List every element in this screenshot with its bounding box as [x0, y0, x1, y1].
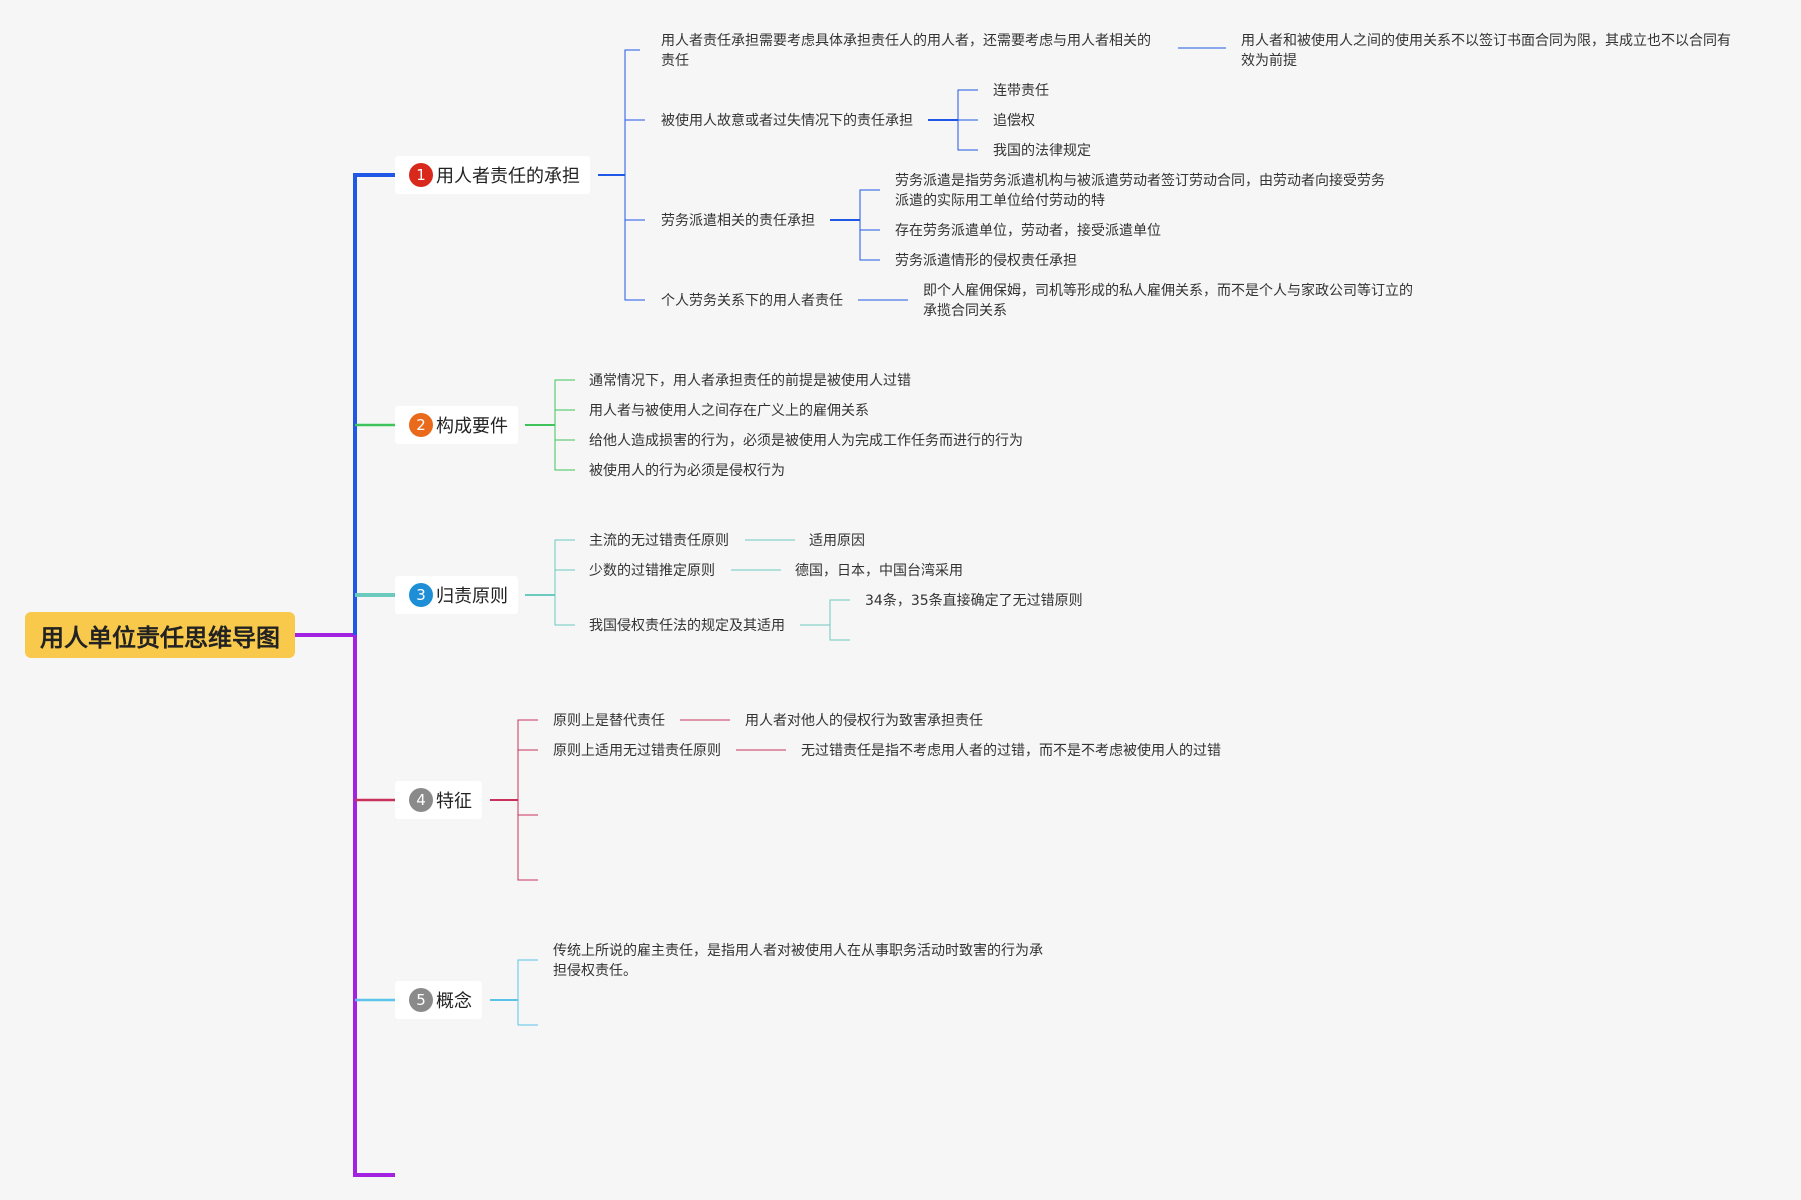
number-badge-1: 1	[409, 163, 433, 187]
topic-2-4[interactable]: 被使用人的行为必须是侵权行为	[589, 463, 785, 479]
subtopic-3-1-1[interactable]: 适用原因	[809, 533, 865, 549]
root-node[interactable]: 用人单位责任思维导图	[25, 612, 295, 658]
subtopic-1-1-1[interactable]: 用人者和被使用人之间的使用关系不以签订书面合同为限，其成立也不以合同有效为前提	[1241, 33, 1731, 69]
topic-3-3[interactable]: 我国侵权责任法的规定及其适用	[589, 618, 785, 634]
topic-1-3-bracket	[859, 189, 880, 261]
subtopic-1-2-1[interactable]: 连带责任	[993, 83, 1049, 99]
branch-label-4: 特征	[436, 791, 472, 812]
topic-4-2[interactable]: 原则上适用无过错责任原则	[553, 743, 721, 759]
branch-node-5[interactable]: 5 概念	[395, 981, 482, 1019]
topic-2-2[interactable]: 用人者与被使用人之间存在广义上的雇佣关系	[589, 403, 869, 419]
trunk-line	[353, 595, 395, 1177]
subtopic-1-2-3[interactable]: 我国的法律规定	[993, 143, 1091, 159]
trunk-branch-1	[353, 173, 395, 635]
branch3-bracket	[554, 539, 575, 626]
subtopic-4-2-1[interactable]: 无过错责任是指不考虑用人者的过错，而不是不考虑被使用人的过错	[801, 743, 1221, 759]
number-badge-5: 5	[409, 988, 433, 1012]
subtopic-1-3-3[interactable]: 劳务派遣情形的侵权责任承担	[895, 253, 1077, 269]
topic-2-1[interactable]: 通常情况下，用人者承担责任的前提是被使用人过错	[589, 373, 911, 389]
branch-node-1[interactable]: 1 用人者责任的承担	[395, 156, 590, 194]
branch-node-3[interactable]: 3 归责原则	[395, 576, 518, 614]
branch5-bracket	[517, 959, 538, 1026]
topic-3-3-bracket	[829, 599, 850, 641]
subtopic-1-4-1[interactable]: 即个人雇佣保姆，司机等形成的私人雇佣关系，而不是个人与家政公司等订立的承揽合同关…	[923, 283, 1413, 319]
subtopic-3-2-1[interactable]: 德国，日本，中国台湾采用	[795, 563, 963, 579]
topic-2-3[interactable]: 给他人造成损害的行为，必须是被使用人为完成工作任务而进行的行为	[589, 433, 1023, 449]
branch-label-5: 概念	[436, 991, 472, 1012]
topic-5-1[interactable]: 传统上所说的雇主责任，是指用人者对被使用人在从事职务活动时致害的行为承担侵权责任…	[553, 943, 1043, 979]
branch-label-1: 用人者责任的承担	[436, 166, 580, 187]
branch4-bracket	[517, 719, 538, 881]
topic-1-4[interactable]: 个人劳务关系下的用人者责任	[661, 293, 843, 309]
branch2-bracket	[554, 379, 575, 471]
subtopic-1-3-2[interactable]: 存在劳务派遣单位，劳动者，接受派遣单位	[895, 223, 1161, 239]
branch-node-4[interactable]: 4 特征	[395, 781, 482, 819]
number-badge-2: 2	[409, 413, 433, 437]
subtopic-4-1-1[interactable]: 用人者对他人的侵权行为致害承担责任	[745, 713, 983, 729]
branch-label-2: 构成要件	[436, 416, 508, 437]
topic-1-1[interactable]: 用人者责任承担需要考虑具体承担责任人的用人者，还需要考虑与用人者相关的责任	[661, 33, 1151, 69]
number-badge-4: 4	[409, 788, 433, 812]
topic-3-2[interactable]: 少数的过错推定原则	[589, 563, 715, 579]
topic-1-2[interactable]: 被使用人故意或者过失情况下的责任承担	[661, 113, 913, 129]
topic-3-1[interactable]: 主流的无过错责任原则	[589, 533, 729, 549]
subtopic-1-3-1[interactable]: 劳务派遣是指劳务派遣机构与被派遣劳动者签订劳动合同，由劳动者向接受劳务派遣的实际…	[895, 173, 1385, 209]
topic-1-3[interactable]: 劳务派遣相关的责任承担	[661, 213, 815, 229]
topic-4-1[interactable]: 原则上是替代责任	[553, 713, 665, 729]
branch1-bracket	[624, 49, 645, 301]
branch1-ticks	[625, 119, 645, 221]
number-badge-3: 3	[409, 583, 433, 607]
subtopic-3-3-1[interactable]: 34条，35条直接确定了无过错原则	[865, 593, 1083, 609]
branch-label-3: 归责原则	[436, 586, 508, 607]
subtopic-1-2-2[interactable]: 追偿权	[993, 113, 1035, 129]
topic-1-2-bracket	[957, 89, 978, 151]
branch-node-2[interactable]: 2 构成要件	[395, 406, 518, 444]
